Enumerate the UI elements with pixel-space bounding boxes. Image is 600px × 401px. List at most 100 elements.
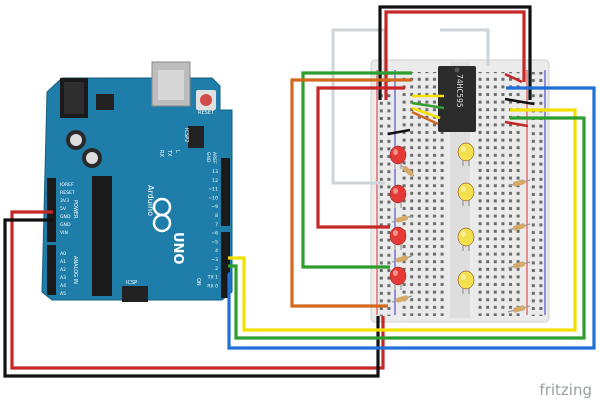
resistor — [513, 223, 525, 231]
pin-label: GND — [60, 214, 71, 220]
pin-label: 12 — [212, 178, 218, 184]
red-wire — [10, 210, 385, 370]
resistor — [402, 166, 414, 176]
led — [457, 142, 475, 162]
pin-label: ~11 — [208, 187, 218, 193]
pin-label: 7 — [215, 222, 218, 228]
led — [457, 227, 475, 247]
led — [457, 182, 475, 202]
icsp2-header — [188, 126, 204, 148]
digital-header-lower — [221, 232, 230, 298]
resistor — [396, 295, 408, 303]
red-jumper — [504, 120, 529, 128]
pin-label: ~10 — [208, 195, 218, 201]
uno-label: UNO — [170, 232, 185, 265]
black-jumper — [387, 128, 411, 136]
power-label: POWER — [72, 200, 78, 219]
power-pin-labels: IOREF RESET 3V3 5V GND GND VIN — [60, 182, 75, 236]
pin-label: IOREF — [60, 182, 74, 188]
pin-label: RESET — [60, 190, 75, 196]
gray-wire — [440, 28, 490, 66]
led — [389, 145, 407, 165]
pin-label: A1 — [60, 259, 66, 265]
pin-label: 4 — [215, 248, 218, 254]
analog-label: ANALOG IN — [72, 256, 78, 284]
icsp2-label: ICSP2 — [183, 128, 189, 142]
tx-label: TX — [166, 149, 172, 157]
pin-label: ~9 — [211, 204, 218, 210]
yellow-wire — [228, 108, 577, 332]
led-highlight — [461, 231, 466, 237]
led-highlight — [461, 274, 466, 280]
resistor — [513, 305, 525, 313]
pin-label: A0 — [60, 251, 66, 257]
gnd-label: GND — [205, 152, 211, 163]
green-jumper — [411, 101, 445, 110]
pin-label: 8 — [215, 213, 218, 219]
digital-pin-labels: 13 12 ~11 ~10 ~9 8 7 ~6 ~5 4 ~3 2 TX 1 RX 0 — [207, 169, 218, 289]
shift-register-chip: 74HC595 — [438, 66, 476, 132]
resistor — [513, 179, 525, 187]
reset-button — [196, 90, 216, 110]
pin-label: 3V3 — [60, 198, 69, 204]
red-wire — [384, 10, 526, 100]
resistor — [396, 255, 408, 263]
black-wire — [3, 218, 380, 378]
l-label: L — [174, 150, 180, 153]
on-label: ON — [195, 278, 201, 286]
icsp-label: ICSP — [126, 280, 137, 286]
voltage-regulator — [96, 94, 114, 110]
orange-wire — [290, 78, 412, 308]
pin-label: 2 — [215, 266, 218, 272]
black-wire — [378, 5, 532, 100]
led — [457, 270, 475, 290]
reset-label: RESET — [198, 110, 215, 116]
power-header — [47, 178, 56, 242]
resistor — [513, 261, 525, 269]
rx-label: RX — [158, 150, 164, 157]
pin-label: ~5 — [211, 239, 218, 245]
led-highlight — [393, 149, 398, 155]
led-group — [389, 142, 531, 313]
pin-label: ~6 — [211, 231, 218, 237]
analog-header — [47, 245, 56, 295]
led-highlight — [393, 230, 398, 236]
pin-label: 13 — [212, 169, 218, 175]
black-jumper — [504, 97, 535, 106]
orange-jumper — [411, 110, 439, 126]
chip-label: 74HC595 — [455, 74, 464, 108]
pin-label: A2 — [60, 267, 66, 273]
pin-label: VIN — [60, 230, 68, 236]
green-wire — [228, 116, 586, 340]
pin-label: A4 — [60, 283, 66, 289]
led — [389, 226, 407, 246]
resistor — [396, 215, 408, 223]
fritzing-watermark: fritzing — [539, 381, 592, 399]
pin-label: ~3 — [211, 257, 218, 263]
led — [389, 184, 407, 204]
pin-label: RX 0 — [207, 283, 218, 289]
pin-label: 5V — [60, 206, 67, 212]
microcontroller — [92, 176, 112, 296]
blue-wire — [227, 86, 596, 350]
brand-label: Arduino — [146, 185, 155, 216]
arduino-board: RESET ICSP2 ICSP TX RX L UNO Arduino ON … — [41, 61, 233, 302]
aref-label: AREF — [211, 152, 217, 164]
green-wire — [301, 71, 412, 269]
pin-label: A3 — [60, 275, 66, 281]
led-highlight — [461, 186, 466, 192]
led-highlight — [461, 146, 466, 152]
digital-header-upper — [221, 158, 230, 226]
led-highlight — [393, 270, 398, 276]
red-wire — [316, 86, 405, 229]
pin-label: TX 1 — [207, 275, 218, 281]
led-highlight — [393, 188, 398, 194]
icsp-header — [122, 286, 148, 302]
led — [389, 266, 407, 286]
red-jumper — [504, 72, 523, 84]
pin-label: A5 — [60, 291, 66, 297]
arduino-logo — [152, 197, 172, 233]
pin-label: GND — [60, 222, 71, 228]
